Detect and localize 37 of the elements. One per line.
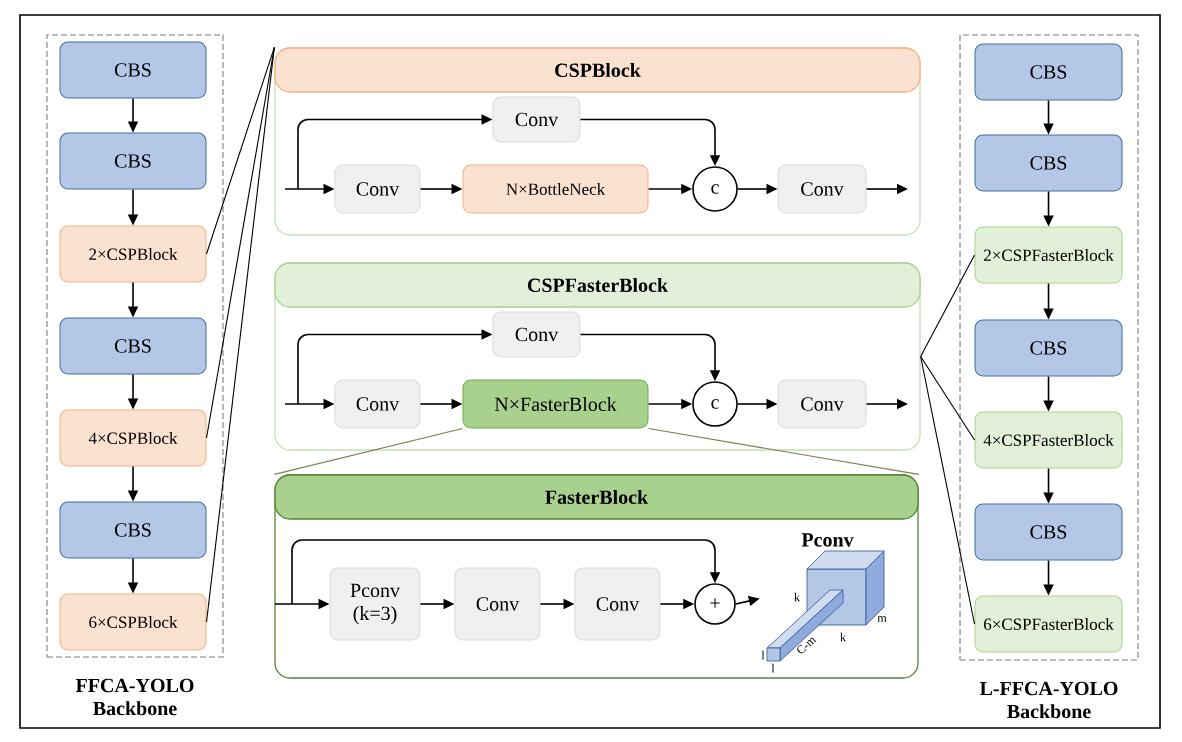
cbs-box: CBS: [974, 134, 1123, 192]
connector-line: [205, 46, 275, 439]
arrow: [291, 539, 721, 605]
cbs-box: CBS: [974, 319, 1123, 377]
conv-box: Pconv (k=3): [329, 567, 421, 641]
conv-box: Conv: [454, 567, 541, 641]
block-box: 2×CSPFasterBlock: [974, 226, 1123, 284]
conv-box: Conv: [334, 164, 421, 214]
block-box: 6×CSPFasterBlock: [974, 595, 1123, 653]
block-box: 4×CSPBlock: [59, 409, 207, 467]
block-box: N×FasterBlock: [462, 379, 649, 429]
backbone-title: L-FFCA-YOLO Backbone: [979, 681, 1118, 719]
conv-box: Conv: [574, 567, 661, 641]
block-box: 2×CSPBlock: [59, 225, 207, 283]
cbs-box: CBS: [59, 501, 207, 559]
cbs-box: CBS: [974, 503, 1123, 561]
connector-line: [647, 427, 920, 475]
drawing-title: Pconv: [801, 533, 854, 547]
conv-box: Conv: [777, 164, 867, 214]
block-box: N×BottleNeck: [462, 164, 649, 214]
panel-title: CSPBlock: [555, 62, 641, 78]
dimension-label: m: [877, 616, 887, 622]
cbs-box: CBS: [59, 132, 207, 190]
block-box: 6×CSPBlock: [59, 593, 207, 651]
conv-box: Conv: [334, 379, 421, 429]
connector-line: [205, 46, 275, 623]
conv-box: Conv: [492, 311, 581, 358]
backbone-title: FFCA-YOLO Backbone: [75, 678, 194, 716]
block-box: 4×CSPFasterBlock: [974, 411, 1123, 469]
conv-box: Conv: [777, 379, 867, 429]
cbs-box: CBS: [59, 317, 207, 375]
cbs-box: CBS: [59, 41, 207, 99]
conv-box: Conv: [492, 96, 581, 143]
panel-title: CSPFasterBlock: [527, 277, 669, 293]
panel-title: FasterBlock: [545, 489, 649, 505]
cbs-box: CBS: [974, 43, 1123, 101]
connector-line: [273, 427, 464, 475]
